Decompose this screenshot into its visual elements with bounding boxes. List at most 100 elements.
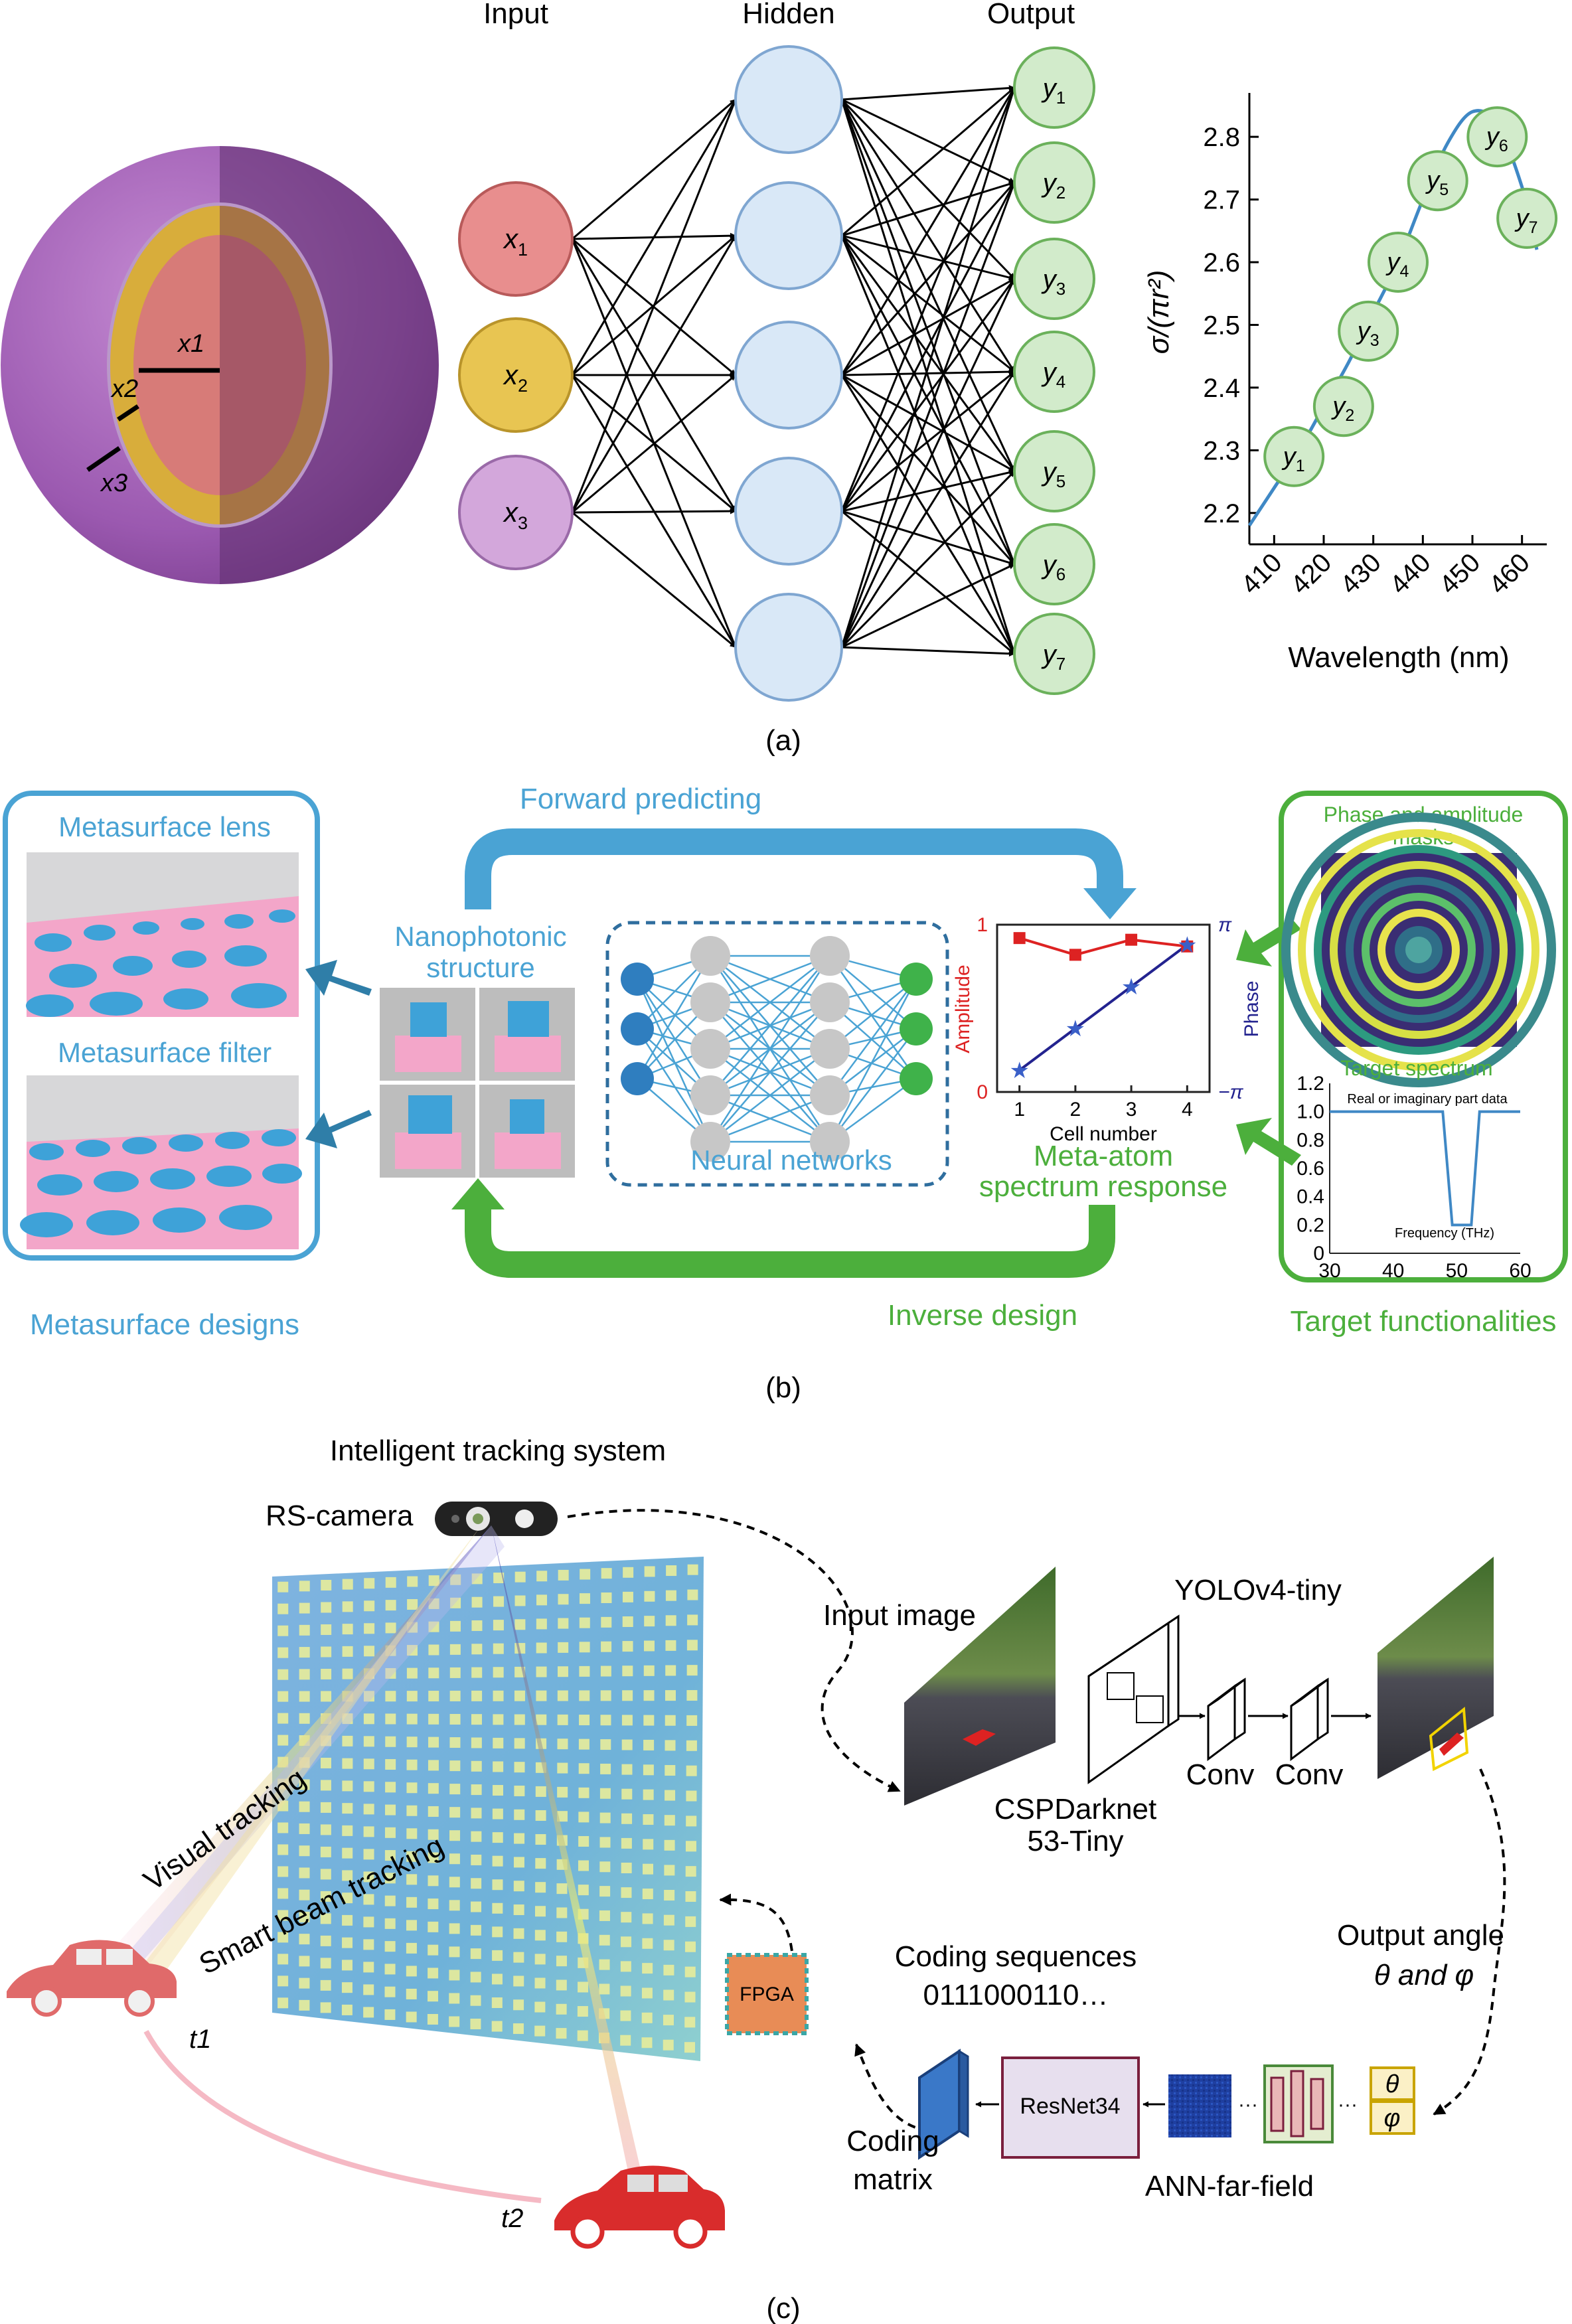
target-functionalities-label: Target functionalities [1290,1305,1556,1338]
nn-edge [840,235,1016,472]
chart-marker-label: y6 [1484,123,1508,155]
coding-matrix-label-1: Coding [846,2125,939,2157]
nn-edge [572,508,736,514]
nn-b-node [900,1012,933,1046]
inverse-loop [465,1201,1115,1278]
coding-seq-label-2: 0111000110… [923,1979,1109,2011]
nn-hidden-title: Hidden [742,0,834,30]
nn-output-label: y7 [1041,640,1065,674]
nn-output-node [1013,331,1095,413]
tracking-system-title: Intelligent tracking system [330,1434,666,1467]
nn-edge [840,235,1016,655]
nn-edge [840,87,1016,376]
phase-tick-neg-pi: −π [1218,1081,1244,1103]
nn-b-edge [710,1002,830,1142]
spectrum-y-tick: 0.2 [1297,1214,1324,1236]
output-angle-label-2: θ and φ [1374,1959,1474,1991]
spectrum-x-tick: 50 [1446,1260,1468,1282]
nn-output-node [1013,523,1095,605]
cell-tick: 2 [1070,1099,1081,1121]
input-image-label: Input image [823,1599,976,1632]
input-image [904,1567,1056,1806]
spectrum-y-tick: 0.8 [1297,1129,1324,1151]
csp-label-2: 53-Tiny [1027,1825,1123,1857]
phase-tick-pi: π [1218,914,1232,936]
chart-y-tick: 2.5 [1203,311,1240,340]
caption-b: (b) [765,1371,801,1404]
phase-label: Phase [1241,980,1263,1037]
nn-b-node [690,1075,730,1115]
nn-b-edge [636,978,712,1142]
chart-x-tick: 450 [1434,548,1486,599]
spectrum-xlabel: Frequency (THz) [1395,1226,1494,1241]
sphere-label-x2: x2 [110,375,138,403]
output-image [1377,1557,1494,1779]
chart-y-label: σ/(πr²) [1142,270,1175,354]
cell-tick: 1 [1014,1099,1025,1121]
nn-edge [840,99,1016,372]
nn-b-node [621,1012,654,1046]
metasurface-designs-label: Metasurface designs [30,1308,299,1341]
chart-x-tick: 430 [1335,548,1387,599]
nn-edge [840,98,1016,280]
nn-b-node [900,963,933,996]
nn-edge [572,98,736,240]
nn-edge [840,278,1016,648]
nn-edge [841,510,1015,655]
chart-marker-label: y2 [1330,392,1354,425]
nn-b-node [810,982,850,1022]
rs-camera-icon [435,1502,558,1536]
conv-block-1 [1207,1677,1246,1761]
nn-input-node [458,455,574,570]
phase-point: ★ [1065,1016,1085,1042]
chart-x-tick: 440 [1384,548,1436,599]
nn-b-edge [636,955,712,1079]
chart-y-tick: 2.3 [1203,436,1240,465]
spectrum-title: Real or imaginary part data [1347,1092,1508,1107]
nn-hidden-node [734,593,843,702]
nn-hidden-node [734,457,843,566]
nn-input-title: Input [483,0,548,30]
nn-hidden-node [734,321,843,429]
amplitude-point [1069,949,1081,961]
forward-arrowhead [1083,888,1137,919]
nn-edge [841,370,1015,512]
nn-edge [840,182,1016,512]
t1-label: t1 [189,2025,211,2054]
nn-edge [840,374,1016,566]
theta-symbol: θ [1385,2070,1399,2098]
nn-edge [841,510,1015,566]
panel-a: x1 x2 x3 Input Hidden Output x1x2x3y1y2y… [1,0,1558,757]
nn-b-edge [636,1028,712,1142]
fpga-chip [725,1953,809,2035]
nn-output-node [1013,613,1095,695]
nn-output-node [1013,238,1095,320]
nn-b-edge [710,955,830,1049]
chart-marker-label: y7 [1514,204,1538,237]
chart-marker [1466,106,1528,168]
nn-edge [840,99,1016,565]
nn-output-label: y4 [1041,358,1065,392]
nn-b [621,936,933,1162]
dashed-arrow-to-angle [1433,1768,1506,2116]
sphere-label-x3: x3 [100,469,127,497]
chart-marker [1368,232,1429,293]
metasurface-filter-image [20,1075,302,1249]
chart-marker [1496,187,1558,249]
nn-edge [571,99,737,513]
nn-edge [841,469,1015,512]
nn-b-edge [828,978,917,1142]
nn-output-label: y3 [1041,265,1065,299]
phase-series [1018,943,1188,1071]
nanophotonic-label-1: Nanophotonic [394,921,566,952]
nn-edge [840,99,1016,655]
fpga-label: FPGA [740,1983,794,2005]
amp-tick-1: 1 [977,914,988,936]
nn-b-node [690,936,730,976]
nn-b-edge [828,978,917,1096]
nn-output-title: Output [987,0,1075,30]
car-icon-t2 [554,2165,725,2249]
